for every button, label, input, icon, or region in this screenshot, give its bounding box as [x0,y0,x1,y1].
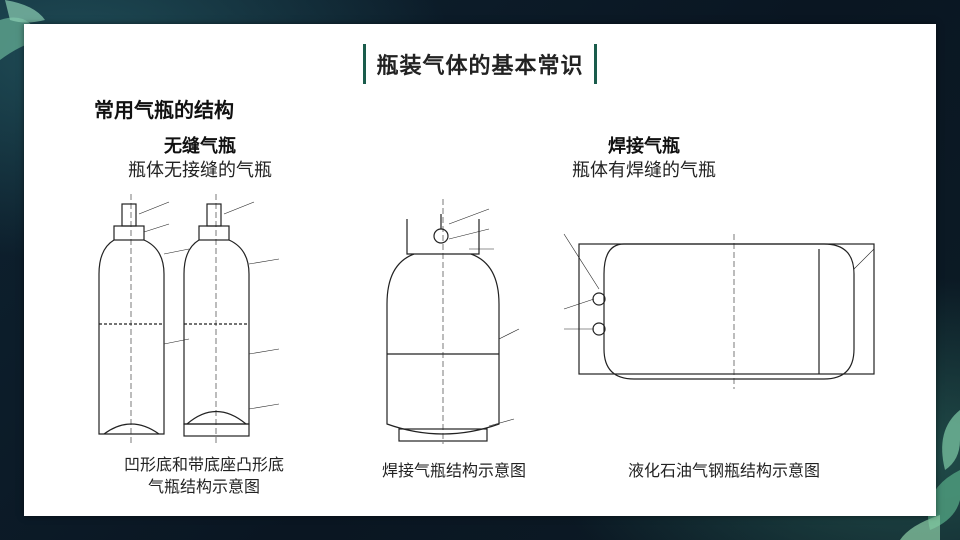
lpg-cylinder-diagram [563,233,875,389]
seamless-caption: 凹形底和带底座凸形底 气瓶结构示意图 [84,454,324,498]
slide-title: 瓶装气体的基本常识 [363,44,597,84]
leaf-decoration-bottom-right [900,410,960,540]
lpg-caption: 液化石油气钢瓶结构示意图 [627,461,820,480]
welded-cylinder-diagram [386,199,520,444]
seamless-caption-line2: 气瓶结构示意图 [147,477,260,496]
seamless-cylinder-diagram [98,194,280,444]
welded-description: 瓶体有焊缝的气瓶 [572,160,716,181]
welded-title: 焊接气瓶 [608,136,680,157]
section-heading: 常用气瓶的结构 [94,98,234,122]
welded-caption: 焊接气瓶结构示意图 [381,461,526,480]
seamless-description: 瓶体无接缝的气瓶 [128,160,272,181]
slide: 瓶装气体的基本常识 常用气瓶的结构 无缝气瓶 瓶体无接缝的气瓶 焊接气瓶 瓶体有… [24,24,936,516]
seamless-caption-line1: 凹形底和带底座凸形底 [123,455,284,474]
seamless-title: 无缝气瓶 [164,136,236,157]
